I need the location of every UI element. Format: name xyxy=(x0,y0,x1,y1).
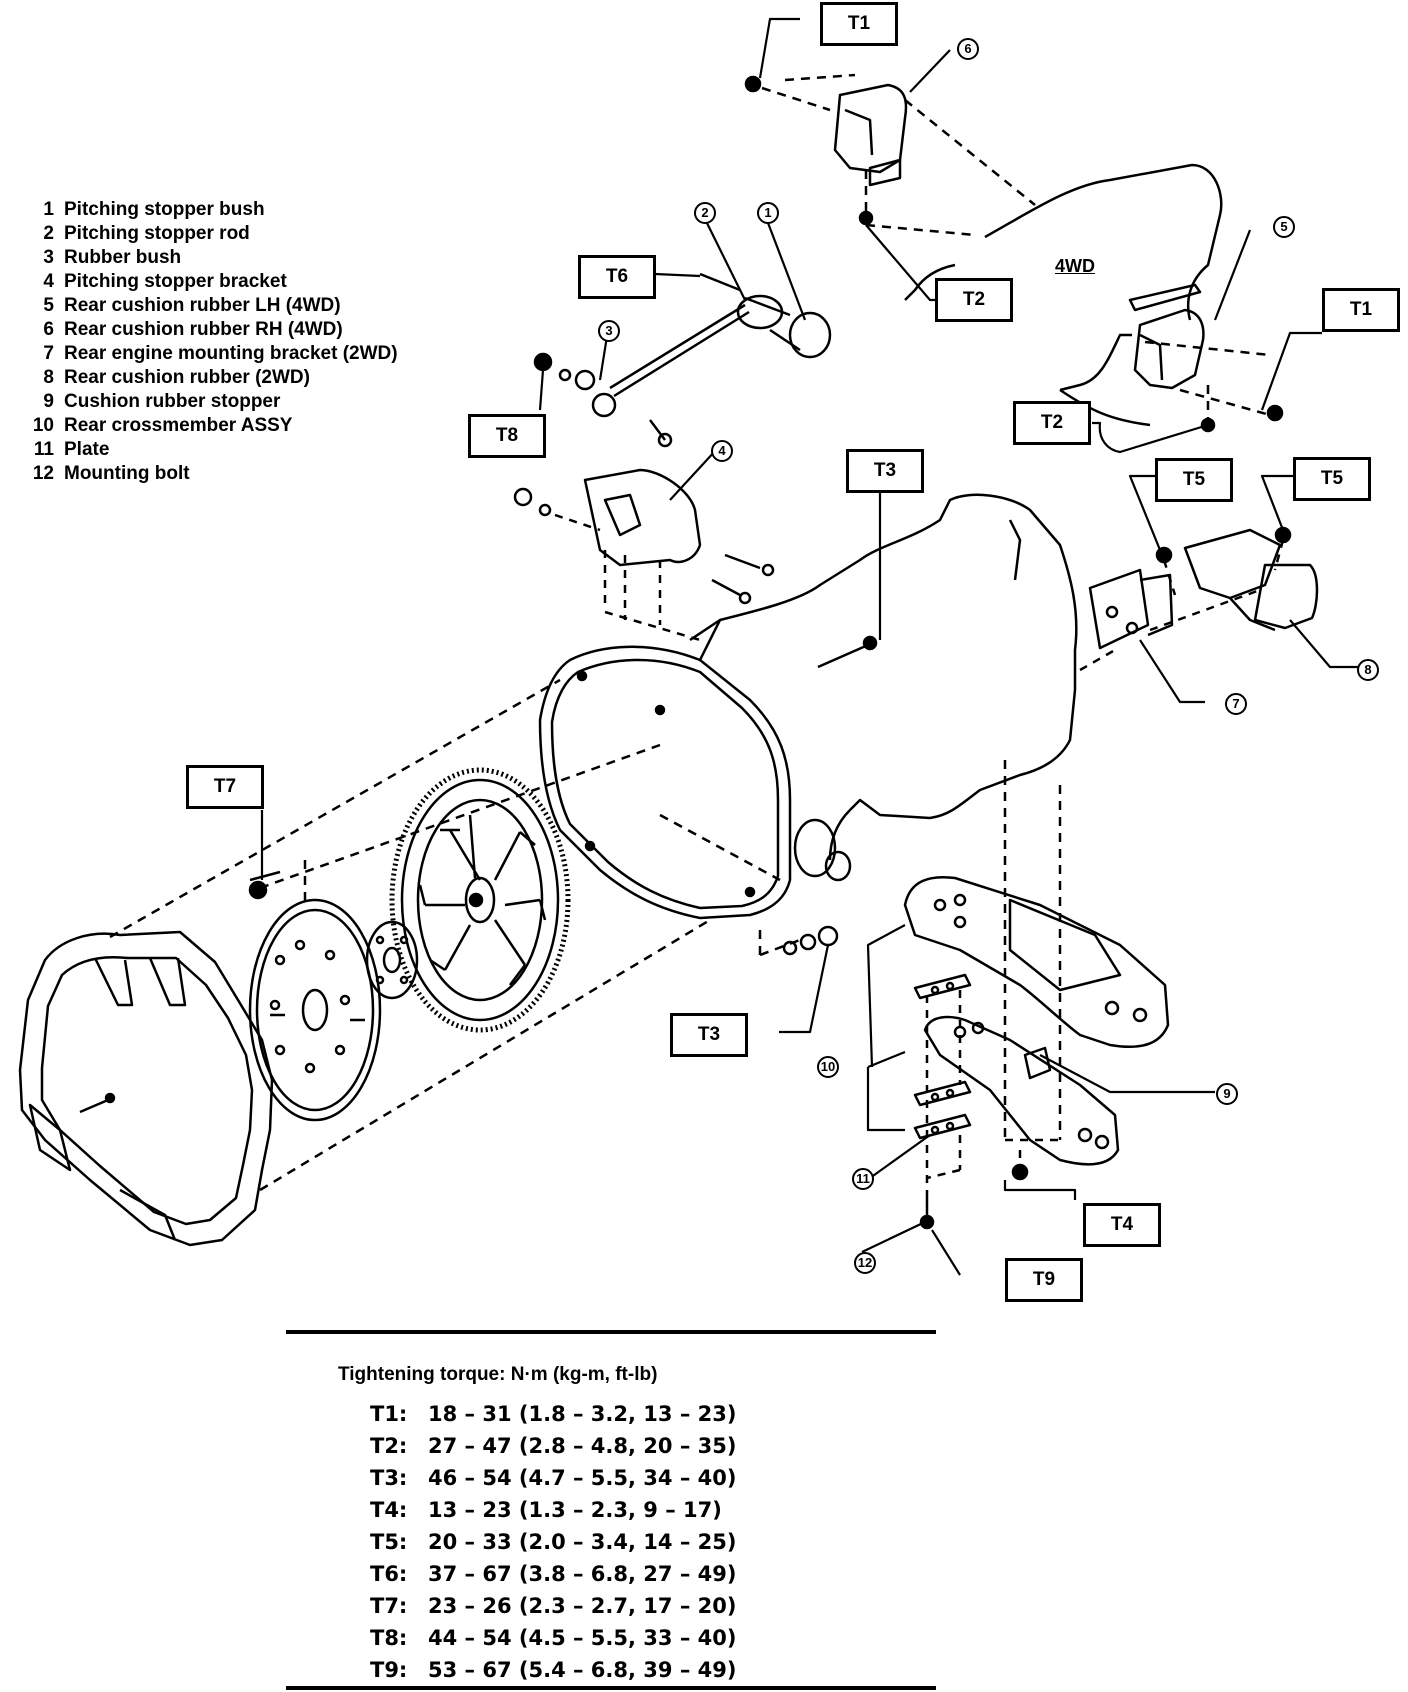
torque-row: T9:53 – 67 (5.4 – 6.8, 39 – 49) xyxy=(370,1658,737,1682)
callout-3: 3 xyxy=(598,320,620,342)
dashed-guides-rh-mount xyxy=(761,73,1036,237)
torque-row: T8:44 – 54 (4.5 – 5.5, 33 – 40) xyxy=(370,1626,737,1650)
callout-10: 10 xyxy=(817,1056,839,1078)
callout-8: 8 xyxy=(1357,659,1379,681)
pitching-stopper-assembly xyxy=(533,272,832,448)
torque-row: T4:13 – 23 (1.3 – 2.3, 9 – 17) xyxy=(370,1498,722,1522)
pitching-stopper-bracket xyxy=(513,468,775,605)
dashed-guides-engine xyxy=(109,678,1062,1192)
dashed-guides-2wd-mount xyxy=(1079,539,1285,672)
dashed-guides-lh-mount xyxy=(1144,340,1271,418)
torque-box-t1-right: T1 xyxy=(1322,288,1400,332)
label-4wd: 4WD xyxy=(1055,256,1095,276)
t3-upper-bolt xyxy=(817,635,878,669)
torque-box-t4: T4 xyxy=(1083,1203,1161,1247)
torque-row: T3:46 – 54 (4.7 – 5.5, 34 – 40) xyxy=(370,1466,737,1490)
t7-bolt xyxy=(248,870,281,900)
table-rule-top xyxy=(286,1330,936,1334)
torque-row: T2:27 – 47 (2.8 – 4.8, 20 – 35) xyxy=(370,1434,737,1458)
torque-box-t3-lower: T3 xyxy=(670,1013,748,1057)
callout-2: 2 xyxy=(694,202,716,224)
torque-box-t1-top: T1 xyxy=(820,2,898,46)
leader-lines xyxy=(260,17,1358,1276)
callout-12: 12 xyxy=(854,1252,876,1274)
rear-engine-mounting-bracket xyxy=(1088,568,1174,650)
rear-cushion-rubber-rh xyxy=(744,75,908,226)
rear-cushion-rubber-lh xyxy=(1128,283,1284,433)
rear-crossmember-assy xyxy=(903,876,1170,1166)
torque-row: T6:37 – 67 (3.8 – 6.8, 27 – 49) xyxy=(370,1562,737,1586)
plates-and-bolt xyxy=(913,973,1029,1230)
torque-row: T7:23 – 26 (2.3 – 2.7, 17 – 20) xyxy=(370,1594,737,1618)
torque-row: T1:18 – 31 (1.8 – 3.2, 13 – 23) xyxy=(370,1402,737,1426)
drive-plate xyxy=(248,898,382,1122)
dashed-guides-crossmember xyxy=(925,990,1060,1190)
t3-lower-bolts xyxy=(782,925,839,956)
table-rule-bottom xyxy=(286,1686,936,1690)
torque-box-t7: T7 xyxy=(186,765,264,809)
callout-9: 9 xyxy=(1216,1083,1238,1105)
torque-table-heading: Tightening torque: N·m (kg-m, ft-lb) xyxy=(338,1364,658,1385)
callout-4: 4 xyxy=(711,440,733,462)
torque-box-t6: T6 xyxy=(578,255,656,299)
engine-bell-housing xyxy=(18,930,274,1247)
torque-box-t8: T8 xyxy=(468,414,546,458)
callout-7: 7 xyxy=(1225,693,1247,715)
dashed-guides-bracket xyxy=(554,513,701,642)
torque-box-t2-right: T2 xyxy=(1013,401,1091,445)
rear-cushion-rubber-2wd xyxy=(1155,526,1319,632)
torque-box-t3-upper: T3 xyxy=(846,449,924,493)
callout-6: 6 xyxy=(957,38,979,60)
torque-box-t9: T9 xyxy=(1005,1258,1083,1302)
torque-box-t5-left: T5 xyxy=(1155,458,1233,502)
torque-converter xyxy=(389,767,571,1033)
callout-11: 11 xyxy=(852,1168,874,1190)
torque-box-t5-right: T5 xyxy=(1293,457,1371,501)
transmission-case xyxy=(538,493,1078,920)
reinforcement-plate xyxy=(365,920,419,1000)
torque-box-t2-top: T2 xyxy=(935,278,1013,322)
callout-1: 1 xyxy=(757,202,779,224)
torque-row: T5:20 – 33 (2.0 – 3.4, 14 – 25) xyxy=(370,1530,737,1554)
callout-5: 5 xyxy=(1273,216,1295,238)
